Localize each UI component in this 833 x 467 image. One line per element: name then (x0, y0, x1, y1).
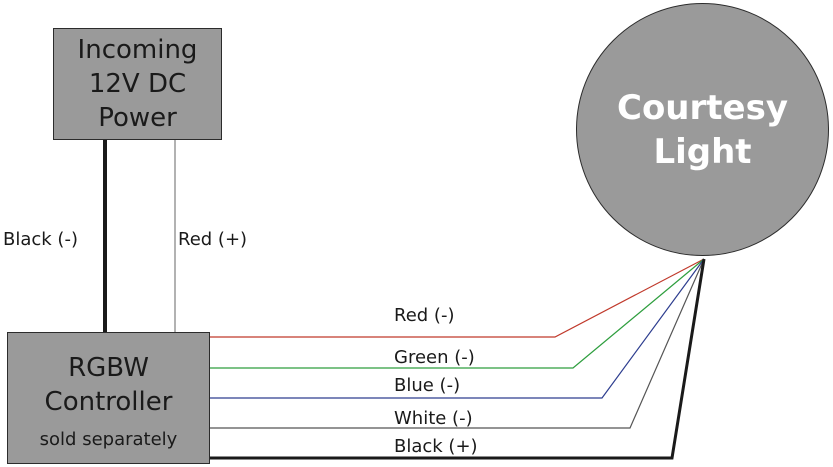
controller-box-line-1: RGBW (68, 353, 149, 383)
courtesy-light: Courtesy Light (576, 3, 829, 256)
light-line-2: Light (653, 131, 752, 172)
controller-box-note: sold separately (39, 429, 178, 450)
white-output-wire (210, 258, 705, 429)
red-output-label: Red (-) (394, 305, 455, 326)
red-input-label: Red (+) (178, 229, 248, 250)
controller-box-line-2: Controller (44, 387, 173, 417)
blue-output-wire (210, 258, 705, 399)
controller-box: RGBW Controller sold separately (7, 332, 210, 464)
power-box-line-3: Power (98, 103, 177, 133)
power-box: Incoming 12V DC Power (53, 28, 222, 140)
green-output-wire (210, 258, 705, 369)
power-box-line-1: Incoming (77, 35, 198, 65)
black-output-label: Black (+) (394, 436, 478, 457)
power-box-line-2: 12V DC (88, 69, 187, 99)
red-output-wire (210, 258, 705, 338)
blue-output-label: Blue (-) (394, 375, 461, 396)
light-line-1: Courtesy (617, 87, 788, 128)
white-output-label: White (-) (394, 408, 473, 429)
green-output-label: Green (-) (394, 347, 475, 368)
black-input-label: Black (-) (3, 229, 78, 250)
black-output-wire (210, 258, 706, 460)
